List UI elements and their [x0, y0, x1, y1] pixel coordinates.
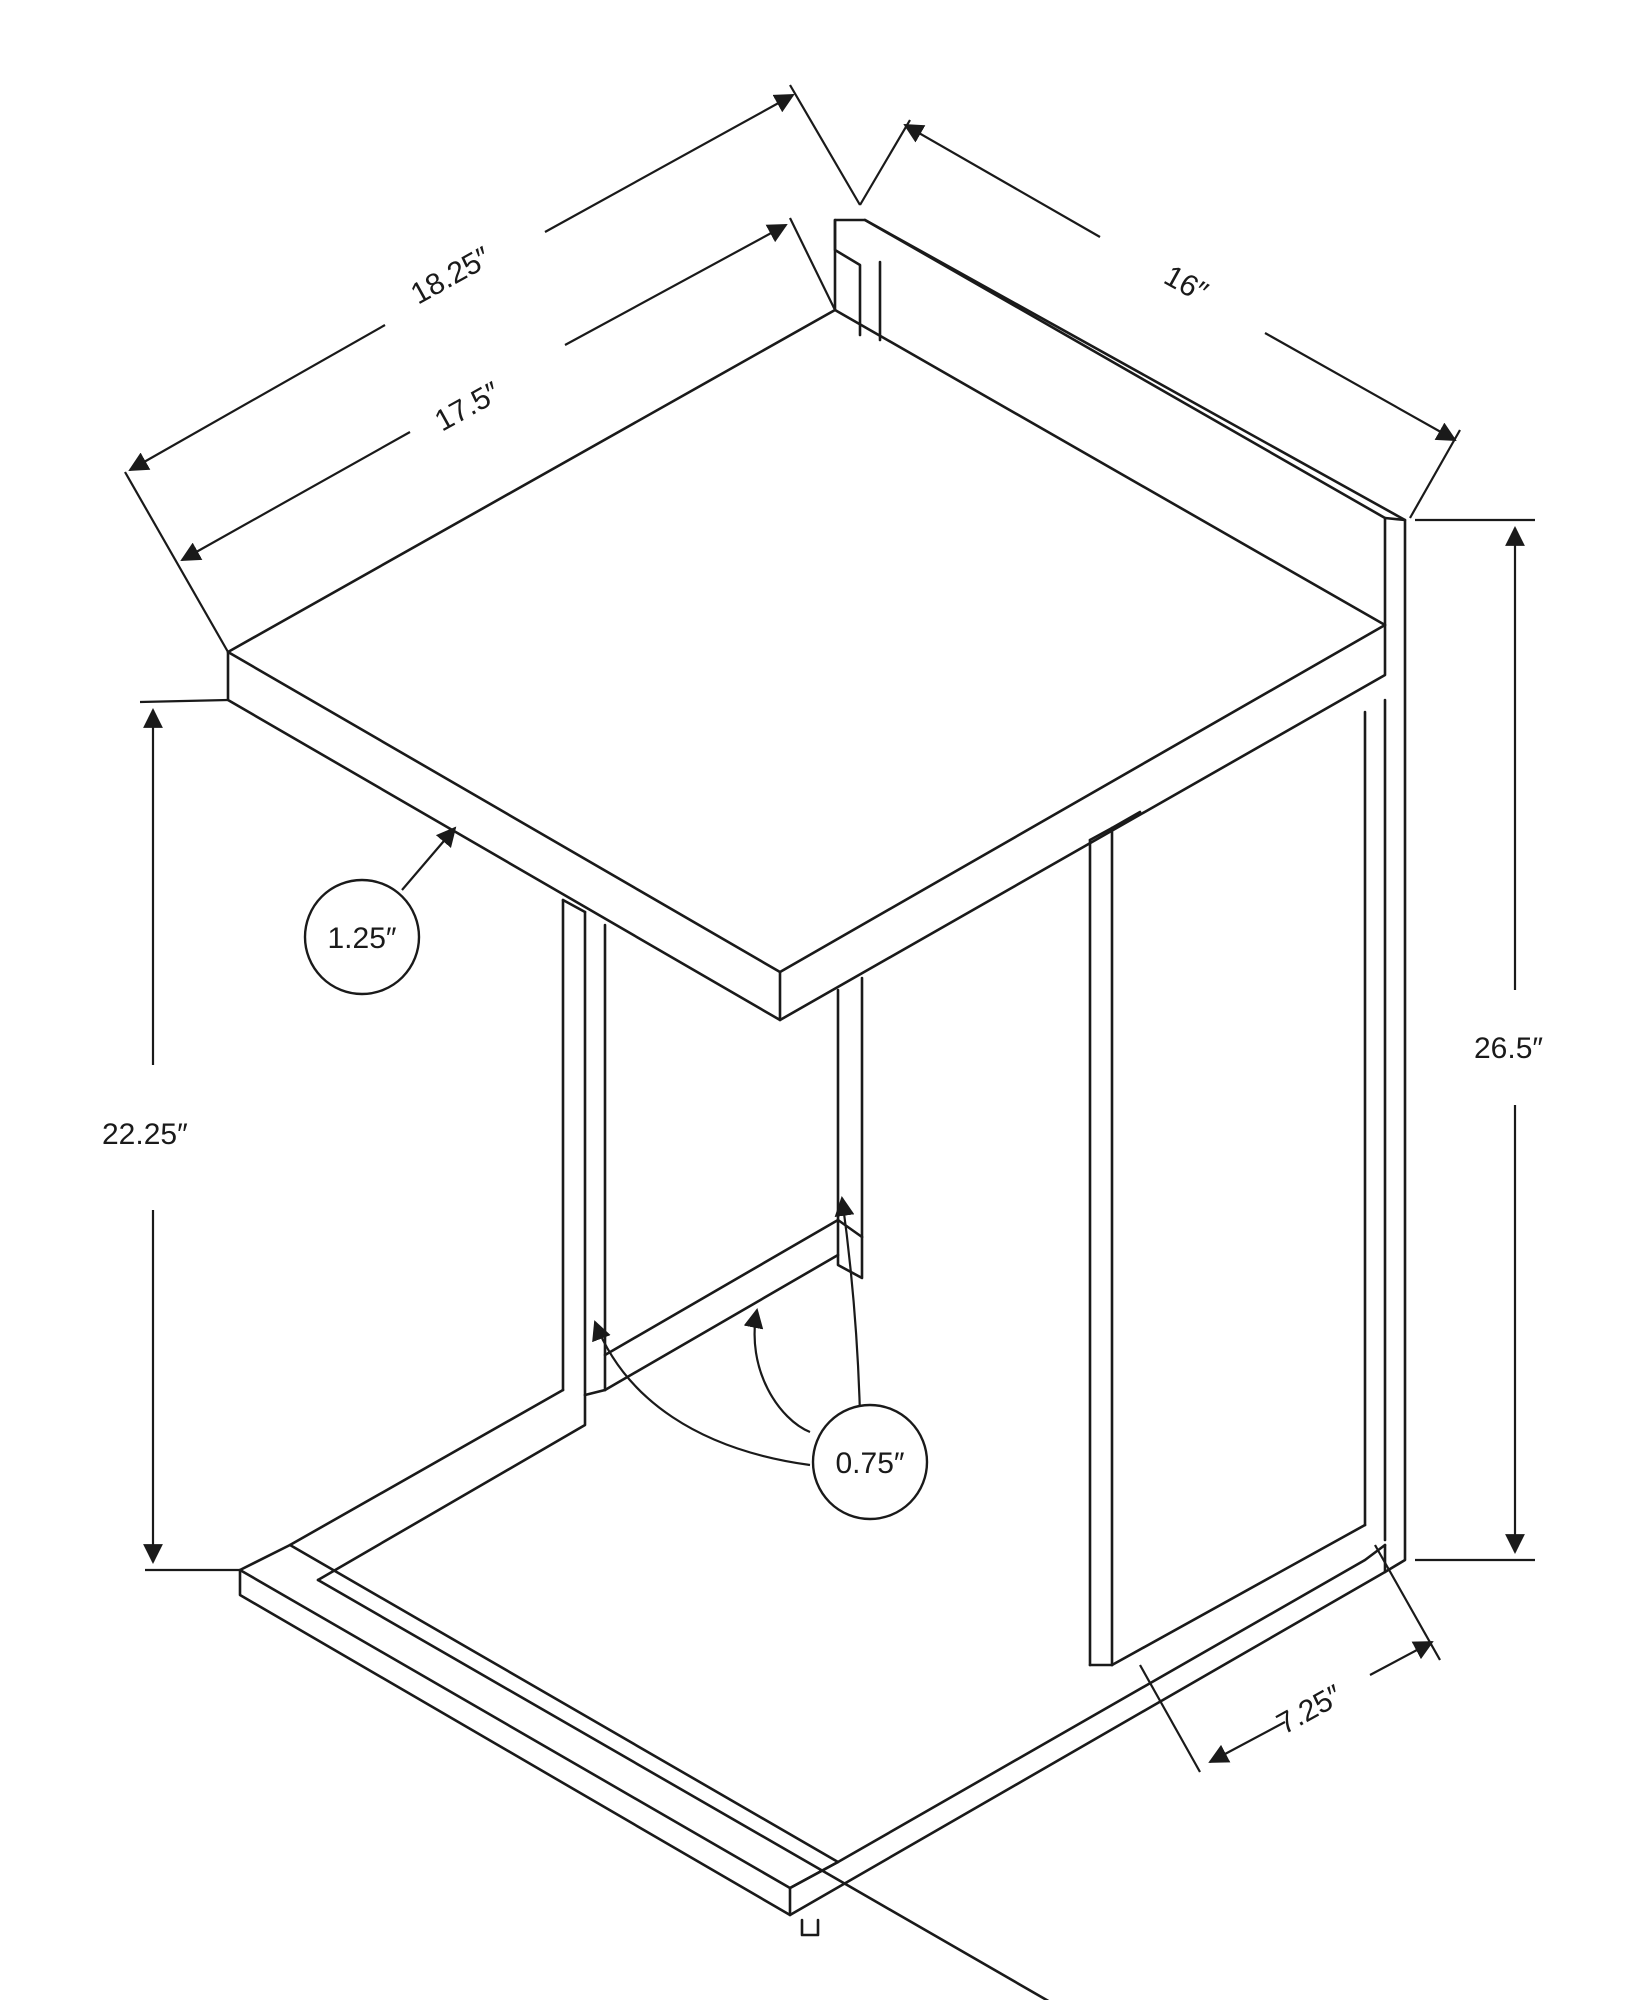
top-thickness-label: 1.25″ [327, 922, 396, 955]
depth-label: 16″ [1159, 259, 1214, 309]
table-outline [226, 218, 1407, 2000]
overall-height-label: 26.5″ [1474, 1032, 1543, 1065]
overall-width-label: 18.25″ [405, 241, 496, 312]
top-height-label: 22.25″ [102, 1118, 188, 1151]
base-clearance-label: 7.25″ [1271, 1679, 1348, 1742]
frame-thickness-label: 0.75″ [835, 1447, 904, 1480]
dimension-overall-height: 26.5″ [1415, 518, 1543, 1562]
dimension-depth: 16″ [859, 119, 1461, 519]
dimension-base-clearance: 7.25″ [1139, 1544, 1441, 1773]
dimension-top-width: 17.5″ [180, 217, 836, 561]
dimension-top-thickness: 1.25″ [303, 826, 457, 996]
dimension-top-height: 22.25″ [102, 698, 240, 1572]
dimension-overall-width: 18.25″ [124, 84, 861, 653]
top-width-label: 17.5″ [429, 376, 506, 439]
dimension-frame-thickness: 0.75″ [592, 1196, 929, 1521]
